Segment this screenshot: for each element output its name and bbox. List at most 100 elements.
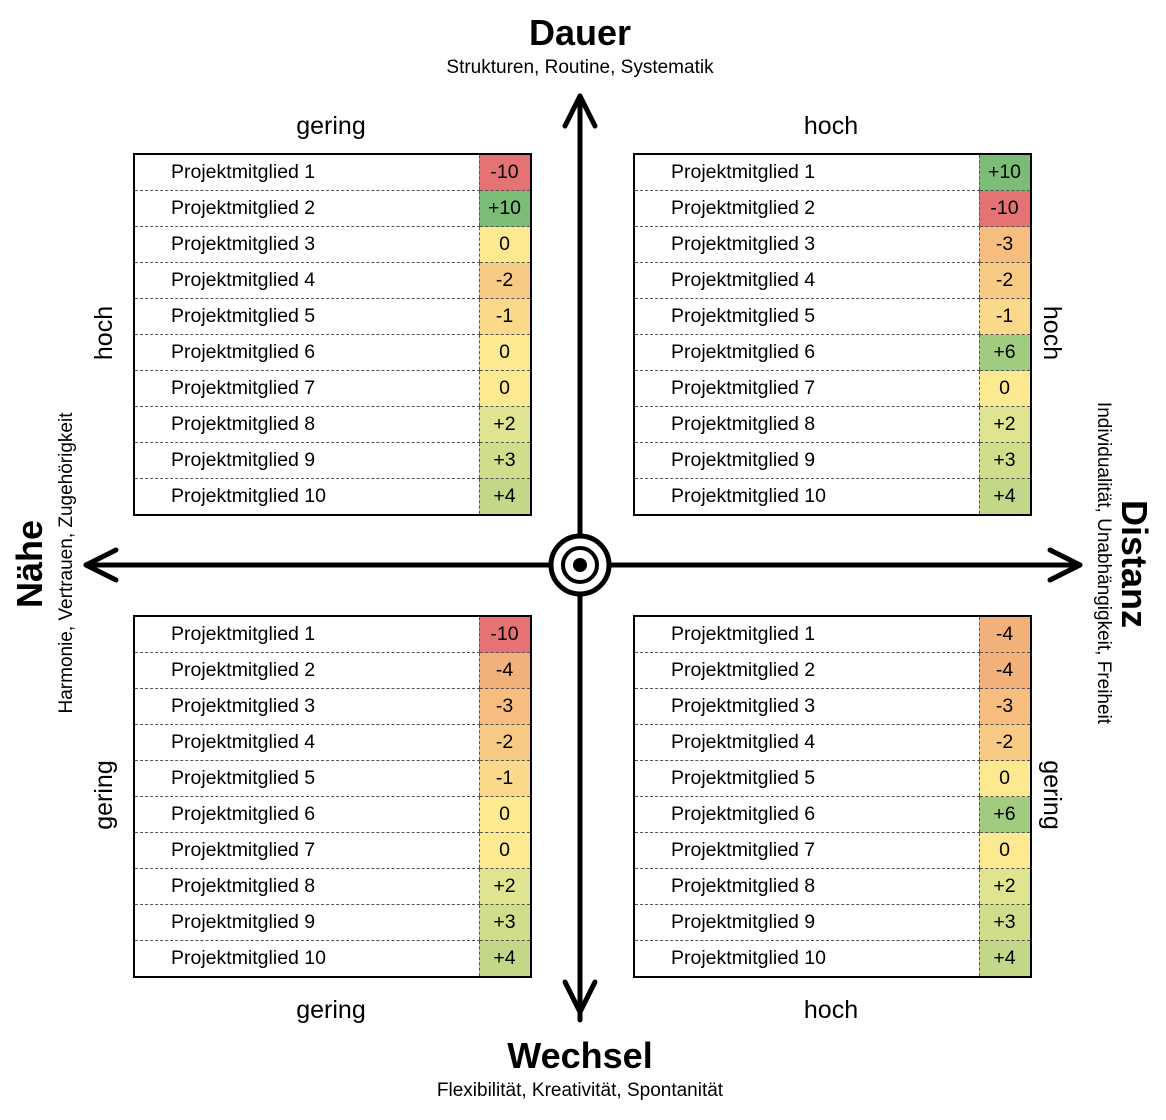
member-name: Projektmitglied 1 [134, 154, 479, 191]
member-value: -2 [478, 724, 531, 761]
axis-left-title: Nähe [9, 519, 50, 609]
member-name: Projektmitglied 2 [134, 652, 479, 689]
table-row: Projektmitglied 9+3 [134, 442, 531, 479]
member-value: -1 [478, 760, 531, 797]
member-value: 0 [478, 370, 531, 407]
member-value: 0 [978, 760, 1031, 797]
table-row: Projektmitglied 3-3 [634, 688, 1031, 725]
table-row: Projektmitglied 4-2 [134, 262, 531, 299]
label-bottom-left-gering: gering [296, 996, 366, 1024]
table-row: Projektmitglied 2+10 [134, 190, 531, 227]
member-name: Projektmitglied 1 [634, 616, 979, 653]
member-name: Projektmitglied 8 [634, 406, 979, 443]
axis-right-subtitle: Individualität, Unabhängigkeit, Freiheit [1093, 401, 1114, 725]
label-top-right-hoch: hoch [803, 112, 859, 140]
member-value: +4 [478, 478, 531, 515]
axis-right-title: Distanz [1114, 499, 1155, 629]
table-row: Projektmitglied 5-1 [634, 298, 1031, 335]
table-row: Projektmitglied 4-2 [134, 724, 531, 761]
member-name: Projektmitglied 7 [134, 832, 479, 869]
member-name: Projektmitglied 1 [634, 154, 979, 191]
arrow-right-icon [1047, 547, 1083, 583]
member-value: +3 [478, 442, 531, 479]
member-value: -3 [478, 688, 531, 725]
member-value: +2 [478, 406, 531, 443]
member-name: Projektmitglied 10 [671, 485, 826, 507]
table-row: Projektmitglied 6+6 [634, 796, 1031, 833]
member-value: -1 [478, 298, 531, 335]
member-name: Projektmitglied 1 [134, 616, 479, 653]
member-value: +10 [978, 154, 1031, 191]
member-value: 0 [978, 832, 1031, 869]
member-name: Projektmitglied 5 [634, 298, 979, 335]
member-name: Projektmitglied 10 [171, 485, 326, 507]
member-value: -2 [978, 724, 1031, 761]
member-value: +10 [478, 190, 531, 227]
member-name: Projektmitglied 9 [134, 442, 479, 479]
member-name: Projektmitglied 9 [634, 442, 979, 479]
member-name: Projektmitglied 5 [134, 760, 479, 797]
table-row: Projektmitglied 3-3 [634, 226, 1031, 263]
table-row: Projektmitglied 10 +4 [134, 478, 531, 515]
member-name: Projektmitglied 10 [171, 947, 326, 969]
arrow-left-icon [83, 547, 119, 583]
member-name: Projektmitglied 4 [134, 724, 479, 761]
member-value: -1 [978, 298, 1031, 335]
member-name: Projektmitglied 2 [634, 652, 979, 689]
table-row: Projektmitglied 1-4 [634, 616, 1031, 653]
member-value: -10 [978, 190, 1031, 227]
table-row: Projektmitglied 10+4 [634, 940, 1031, 977]
label-right-lower-gering: gering [1038, 760, 1066, 830]
member-value: -10 [478, 154, 531, 191]
member-value: -4 [478, 652, 531, 689]
table-row: Projektmitglied 5-1 [134, 760, 531, 797]
member-value: 0 [978, 370, 1031, 407]
member-name: Projektmitglied 6 [634, 796, 979, 833]
member-name: Projektmitglied 7 [634, 832, 979, 869]
member-name: Projektmitglied 8 [134, 406, 479, 443]
member-name: Projektmitglied 5 [634, 760, 979, 797]
table-row: Projektmitglied 10+4 [134, 940, 531, 977]
table-row: Projektmitglied 2-10 [634, 190, 1031, 227]
member-value: +2 [978, 868, 1031, 905]
table-row: Projektmitglied 3-3 [134, 688, 531, 725]
axis-bottom-title: Wechsel [507, 1035, 653, 1076]
member-value: +2 [978, 406, 1031, 443]
member-value: -2 [478, 262, 531, 299]
member-name: Projektmitglied 7 [134, 370, 479, 407]
member-name: Projektmitglied 10 [671, 947, 826, 969]
member-value: +3 [478, 904, 531, 941]
member-value: +3 [978, 442, 1031, 479]
member-value: -3 [978, 226, 1031, 263]
member-value: 0 [478, 832, 531, 869]
axis-left-subtitle: Harmonie, Vertrauen, Zugehörigkeit [56, 412, 77, 714]
member-name: Projektmitglied 5 [134, 298, 479, 335]
target-icon [548, 533, 612, 597]
axis-bottom-subtitle: Flexibilität, Kreativität, Spontanität [436, 1080, 724, 1101]
member-value: +6 [978, 334, 1031, 371]
member-name: Projektmitglied 8 [634, 868, 979, 905]
table-row: Projektmitglied 8+2 [134, 406, 531, 443]
member-name: Projektmitglied 2 [634, 190, 979, 227]
member-name: Projektmitglied 3 [134, 688, 479, 725]
label-bottom-right-hoch: hoch [803, 996, 859, 1024]
table-row: Projektmitglied 4-2 [634, 724, 1031, 761]
axis-top-title: Dauer [528, 12, 632, 53]
table-row: Projektmitglied 9+3 [634, 442, 1031, 479]
table-row: Projektmitglied 8+2 [634, 868, 1031, 905]
table-row: Projektmitglied 6+6 [634, 334, 1031, 371]
member-value: 0 [478, 226, 531, 263]
member-name: Projektmitglied 4 [134, 262, 479, 299]
table-row: Projektmitglied 4-2 [634, 262, 1031, 299]
member-value: 0 [478, 334, 531, 371]
member-value: 0 [478, 796, 531, 833]
member-value: +4 [978, 478, 1031, 515]
